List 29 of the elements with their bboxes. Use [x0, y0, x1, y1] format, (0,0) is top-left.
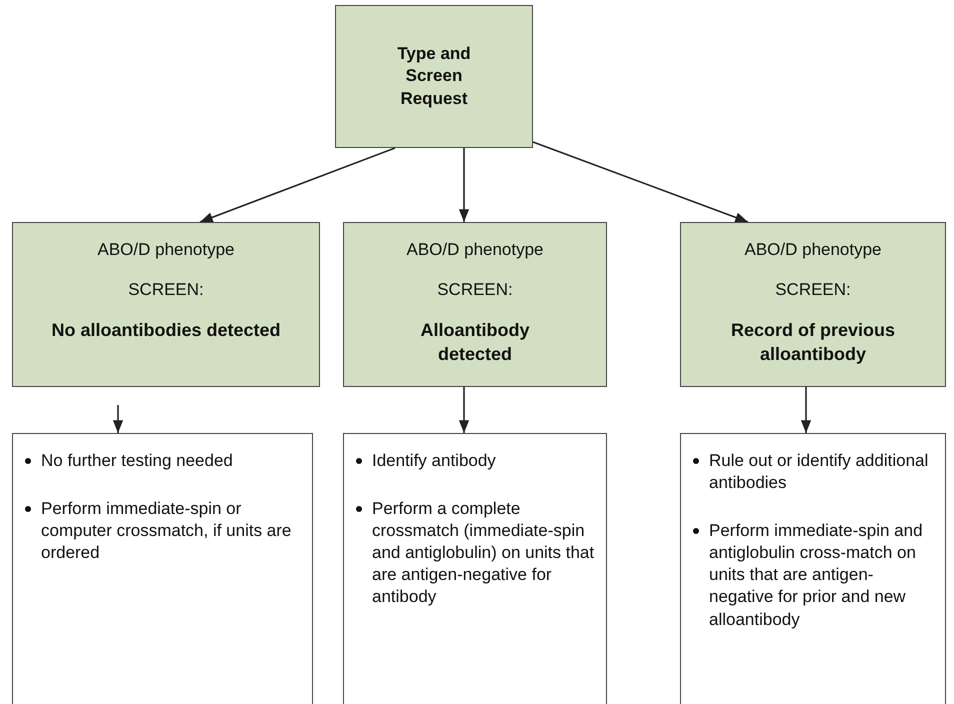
- box-title: Type and Screen Request: [396, 43, 472, 110]
- action-text: No further testing needed: [41, 450, 233, 472]
- phenotype-label: ABO/D phenotype: [405, 239, 545, 261]
- result-box: [680, 222, 946, 387]
- action-text: Perform immediate-spin or computer crossmatch, if units are ordered: [41, 498, 292, 564]
- action-text: Rule out or identify additional antibodies: [709, 450, 930, 494]
- phenotype-label: ABO/D phenotype: [96, 239, 236, 261]
- action-text: Perform immediate-spin and antiglobulin cross-match on units that are antigen-negative for prior and new alloantibody: [709, 520, 924, 631]
- screen-label: SCREEN:: [127, 279, 205, 302]
- process-box: [335, 5, 533, 148]
- action-box: [12, 433, 313, 704]
- arrow: [800, 387, 812, 433]
- arrow: [112, 405, 124, 433]
- phenotype-label: ABO/D phenotype: [743, 239, 883, 261]
- action-text: Identify antibody: [372, 450, 496, 472]
- action-box: [343, 433, 607, 704]
- arrow: [200, 147, 396, 223]
- arrow: [458, 148, 470, 222]
- screen-label: SCREEN:: [436, 279, 514, 302]
- screen-label: SCREEN:: [774, 279, 852, 302]
- screen-result: No alloantibodies detected: [50, 319, 282, 342]
- action-text: Perform a complete crossmatch (immediate-spin and antiglobulin) on units that are antigen-negative for antibody: [372, 498, 596, 608]
- action-box: [680, 433, 946, 704]
- result-box: [343, 222, 607, 387]
- screen-result: Record of previous alloantibody: [730, 319, 896, 366]
- result-box: [12, 222, 320, 387]
- screen-result: Alloantibody detected: [420, 319, 530, 366]
- arrow: [458, 387, 470, 433]
- arrow: [532, 141, 748, 223]
